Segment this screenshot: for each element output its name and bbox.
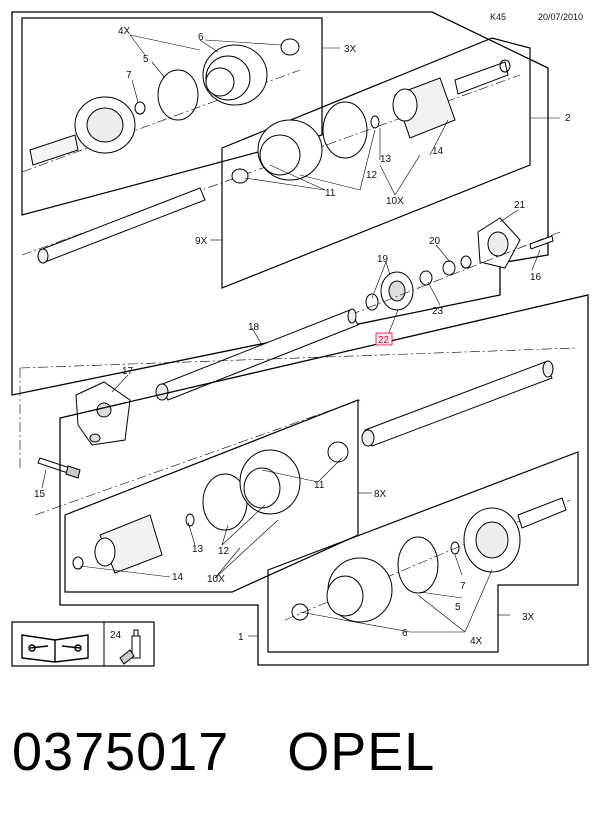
label-15: 15 xyxy=(34,489,46,500)
label-7-top: 7 xyxy=(126,70,132,81)
label-10x-bottom: 10X xyxy=(207,574,225,585)
lower-assembly-frame xyxy=(59,294,589,666)
label-19: 19 xyxy=(377,254,389,265)
label-16: 16 xyxy=(530,272,542,283)
label-21: 21 xyxy=(514,200,526,211)
label-2: 2 xyxy=(565,113,571,124)
bolt xyxy=(37,457,81,479)
label-1: 1 xyxy=(238,632,244,643)
joint-kit-box-bottom-left xyxy=(64,399,359,593)
boot-top-left xyxy=(134,38,300,121)
label-20: 20 xyxy=(429,236,441,247)
part-number: 0375017 xyxy=(12,722,230,782)
label-12-bottom: 12 xyxy=(218,546,230,557)
bearing-assembly xyxy=(365,255,472,311)
open-book-wrench-icon xyxy=(21,634,89,663)
label-17: 17 xyxy=(122,366,134,377)
diagram-date: 20/07/2010 xyxy=(538,12,583,22)
bearing-bracket xyxy=(477,217,554,269)
label-3x-bottom: 3X xyxy=(522,612,535,623)
label-6-bottom: 6 xyxy=(402,628,408,639)
shaft-bottom xyxy=(361,360,554,447)
label-12-top: 12 xyxy=(366,170,378,181)
legend-box: 24 xyxy=(11,621,155,667)
shaft-top xyxy=(37,187,206,264)
upper-assembly-frame xyxy=(11,11,549,396)
label-7-bottom: 7 xyxy=(460,581,466,592)
outer-cv-joint-top xyxy=(29,96,136,166)
label-11-top: 11 xyxy=(325,188,336,199)
tripod-joint-bottom xyxy=(72,441,349,574)
label-6-top: 6 xyxy=(198,32,204,43)
joint-kit-box-top-right xyxy=(221,37,531,289)
grease-tube-icon xyxy=(119,629,141,665)
label-5-top: 5 xyxy=(143,54,149,65)
label-10x-top: 10X xyxy=(386,196,404,207)
exploded-parts-diagram: K45 20/07/2010 xyxy=(11,11,589,667)
label-24: 24 xyxy=(110,630,122,641)
leader-lines xyxy=(41,34,560,637)
label-4x-bottom: 4X xyxy=(470,636,483,647)
support-bracket xyxy=(75,381,131,446)
tripod-joint-top xyxy=(231,59,511,184)
highlight-callout-22 xyxy=(375,332,393,346)
label-13-top: 13 xyxy=(380,154,392,165)
outer-cv-joint-bottom xyxy=(291,497,567,623)
label-18: 18 xyxy=(248,322,260,333)
label-23: 23 xyxy=(432,306,444,317)
label-4x-top: 4X xyxy=(118,26,131,37)
label-3x-top: 3X xyxy=(344,44,357,55)
label-11-bottom: 11 xyxy=(314,480,325,491)
joint-kit-box-top-left xyxy=(21,17,323,216)
joint-kit-box-bottom-right xyxy=(267,451,579,653)
label-8x: 8X xyxy=(374,489,387,500)
brand-name: OPEL xyxy=(287,722,436,782)
label-13-bottom: 13 xyxy=(192,544,204,555)
label-9x: 9X xyxy=(195,236,208,247)
intermediate-shaft xyxy=(155,308,359,401)
diagram-code: K45 xyxy=(490,12,506,22)
label-14-bottom: 14 xyxy=(172,572,184,583)
label-14-top: 14 xyxy=(432,146,444,157)
label-22: 22 xyxy=(378,335,390,346)
footer: 0375017 OPEL xyxy=(12,712,592,792)
label-5-bottom: 5 xyxy=(455,602,461,613)
